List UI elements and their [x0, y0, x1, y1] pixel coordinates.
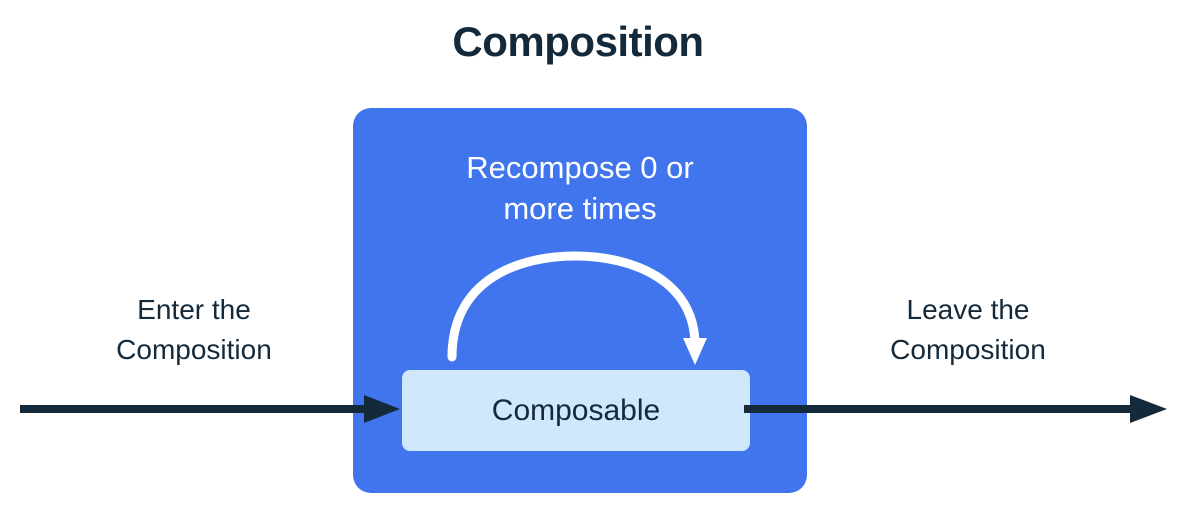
recompose-label-line-1: Recompose 0 or: [466, 150, 694, 185]
enter-caption-line-2: Composition: [116, 333, 272, 365]
leave-flow-right-arrow-icon: [744, 395, 1167, 423]
composable-node: Composable: [402, 370, 750, 451]
composable-label: Composable: [491, 393, 661, 427]
recompose-label: Recompose 0 or more times: [363, 148, 797, 230]
enter-flow-right-arrow-icon: [20, 395, 400, 423]
recompose-label-line-2: more times: [503, 190, 657, 226]
page-title: Composition: [452, 18, 704, 65]
leave-caption-line-1: Leave the: [906, 294, 1030, 325]
leave-composition-caption: Leave the Composition: [822, 290, 1114, 370]
enter-composition-caption: Enter the Composition: [48, 290, 340, 370]
leave-caption-line-2: Composition: [890, 333, 1046, 365]
curved-loop-arrow-icon: [447, 251, 707, 365]
enter-caption-line-1: Enter the: [137, 294, 251, 325]
